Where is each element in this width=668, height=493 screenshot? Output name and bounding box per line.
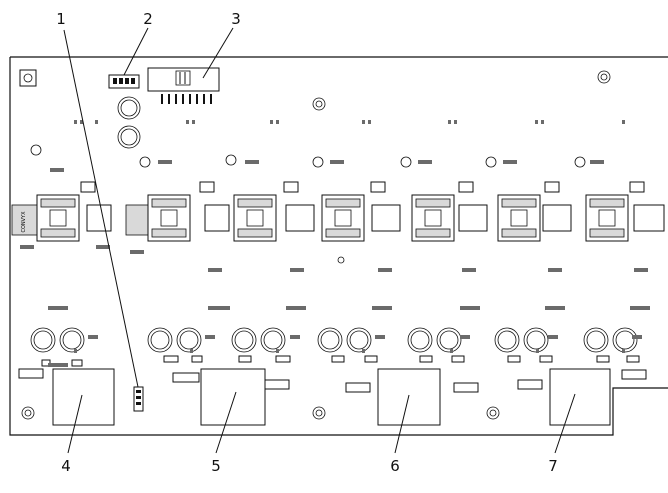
callout-7: 7: [548, 457, 558, 475]
callout-4: 4: [61, 457, 71, 475]
channel-module: [125, 156, 266, 426]
silkscreen-mark: CONVYX: [21, 211, 27, 233]
board-outline: [9, 56, 668, 436]
corner-mark-circle: [23, 73, 33, 83]
connector-small: [108, 74, 140, 89]
smd-components: [20, 120, 650, 367]
mounting-hole: [597, 70, 611, 84]
leader-lines: [63, 27, 576, 454]
ribbon-header-connector: [147, 67, 220, 104]
corner-mark-square: [19, 69, 37, 87]
callout-2: 2: [143, 10, 153, 28]
mounting-hole: [21, 406, 35, 420]
channel-module: [312, 156, 401, 393]
mounting-hole: [312, 406, 326, 420]
channel-module: CONVYX: [11, 144, 115, 426]
callout-1: 1: [56, 10, 66, 28]
vertical-connector: [133, 386, 144, 412]
channel-module: [377, 156, 488, 426]
channel-module: [549, 156, 665, 426]
callout-3: 3: [231, 10, 241, 28]
mounting-hole: [486, 406, 500, 420]
mounting-hole: [312, 97, 326, 111]
callout-6: 6: [390, 457, 400, 475]
callout-5: 5: [211, 457, 221, 475]
channel-module: [225, 154, 315, 390]
channel-module: [485, 156, 572, 390]
channel-modules: CONVYX: [11, 144, 665, 426]
capacitor-pair: [117, 96, 141, 149]
